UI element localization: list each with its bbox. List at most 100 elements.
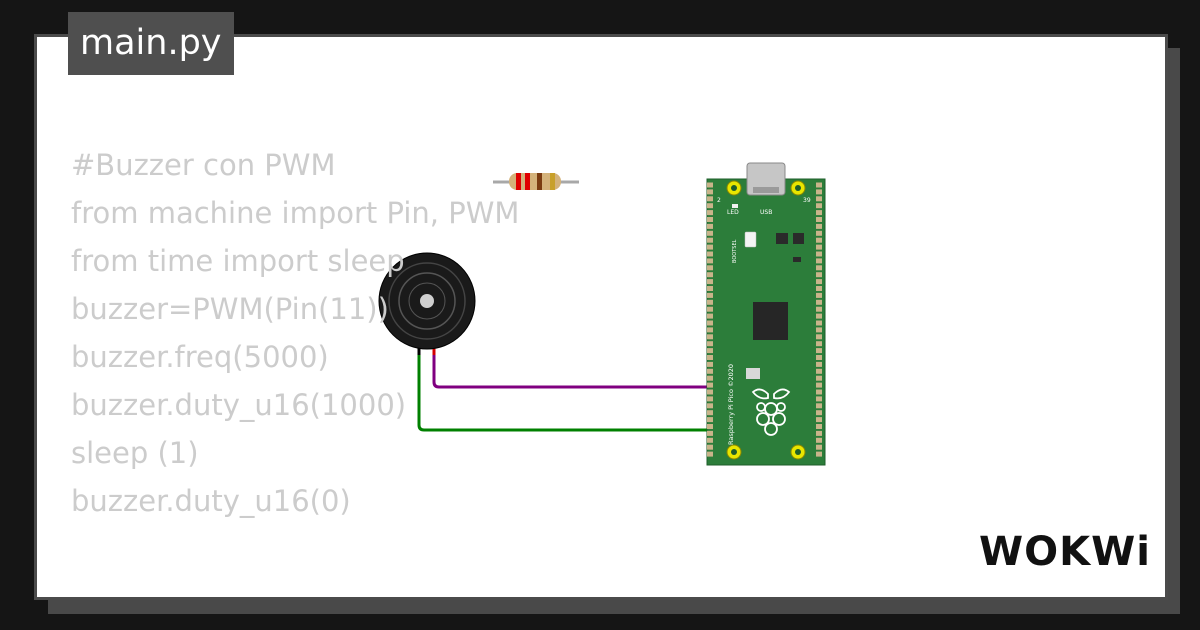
code-line: buzzer.duty_u16(1000) xyxy=(71,388,407,422)
pin-pad[interactable] xyxy=(707,396,713,402)
raspberry-pi-pico-board[interactable]: 2 39 LED USB BOOTSEL xyxy=(706,162,826,466)
pin-pad[interactable] xyxy=(816,389,822,395)
pin-pad[interactable] xyxy=(816,403,822,409)
pin-label-right: 39 xyxy=(803,197,811,204)
code-line: #Buzzer con PWM xyxy=(71,148,336,182)
pin-pad[interactable] xyxy=(816,189,822,195)
pin-pad[interactable] xyxy=(816,430,822,436)
pin-pad[interactable] xyxy=(816,320,822,326)
pin-pad[interactable] xyxy=(816,396,822,402)
pin-pad[interactable] xyxy=(816,299,822,305)
pin-pad[interactable] xyxy=(816,244,822,250)
pin-pad[interactable] xyxy=(816,306,822,312)
pin-pad[interactable] xyxy=(816,230,822,236)
code-line: buzzer.freq(5000) xyxy=(71,340,329,374)
pin-pad[interactable] xyxy=(816,437,822,443)
pin-pad[interactable] xyxy=(816,361,822,367)
pin-pad[interactable] xyxy=(816,424,822,429)
pin-pad[interactable] xyxy=(816,237,822,243)
pin-pad[interactable] xyxy=(816,279,822,285)
pin-pad[interactable] xyxy=(707,279,713,285)
pin-pad[interactable] xyxy=(707,286,713,291)
pin-pad[interactable] xyxy=(816,286,822,291)
board-pin-pads xyxy=(707,182,822,457)
pin-pad[interactable] xyxy=(816,444,822,450)
pin-pad[interactable] xyxy=(816,182,822,188)
pin-pad[interactable] xyxy=(707,244,713,250)
resistor-icon[interactable] xyxy=(493,173,579,190)
pin-pad[interactable] xyxy=(816,382,822,388)
pin-pad[interactable] xyxy=(707,361,713,367)
bootsel-label: BOOTSEL xyxy=(732,239,738,263)
code-line: sleep (1) xyxy=(71,436,199,470)
pin-pad[interactable] xyxy=(707,451,713,457)
pin-pad[interactable] xyxy=(707,417,713,423)
pin-pad[interactable] xyxy=(707,217,713,222)
pin-pad[interactable] xyxy=(816,313,822,319)
pin-pad[interactable] xyxy=(707,265,713,271)
pin-pad[interactable] xyxy=(707,410,713,416)
pin-pad[interactable] xyxy=(816,217,822,222)
wire-green[interactable] xyxy=(417,353,713,432)
pin-pad[interactable] xyxy=(707,237,713,243)
pin-pad[interactable] xyxy=(707,403,713,409)
file-tab-main-py[interactable]: main.py xyxy=(68,12,234,75)
pin-pad[interactable] xyxy=(816,451,822,457)
pin-pad[interactable] xyxy=(707,182,713,188)
pin-pad[interactable] xyxy=(816,203,822,209)
led-label: LED xyxy=(727,209,739,216)
pin-pad[interactable] xyxy=(816,410,822,416)
piezo-buzzer-icon[interactable] xyxy=(378,252,476,350)
pin-pad[interactable] xyxy=(707,189,713,195)
pin-pad[interactable] xyxy=(707,327,713,333)
pin-pad[interactable] xyxy=(816,272,822,278)
pin-pad[interactable] xyxy=(707,348,713,354)
pin-pad[interactable] xyxy=(707,223,713,229)
pin-pad[interactable] xyxy=(816,334,822,340)
pin-pad[interactable] xyxy=(707,424,713,429)
pin-pad[interactable] xyxy=(816,210,822,216)
bootsel-button[interactable] xyxy=(744,231,757,248)
pin-pad[interactable] xyxy=(816,368,822,374)
raspberry-pi-logo-icon xyxy=(751,388,791,436)
pin-pad[interactable] xyxy=(816,327,822,333)
usb-label: USB xyxy=(760,209,772,216)
pin-pad[interactable] xyxy=(707,299,713,305)
pin-pad[interactable] xyxy=(707,341,713,347)
pin-pad[interactable] xyxy=(816,258,822,264)
pin-pad[interactable] xyxy=(707,375,713,381)
pin-pad[interactable] xyxy=(707,272,713,278)
wire-purple[interactable] xyxy=(432,353,713,389)
pin-pad[interactable] xyxy=(707,355,713,360)
pin-pad[interactable] xyxy=(707,230,713,236)
pin-pad[interactable] xyxy=(707,444,713,450)
pin-pad[interactable] xyxy=(707,382,713,388)
pin-pad[interactable] xyxy=(816,341,822,347)
onboard-led xyxy=(732,204,738,208)
pin-pad[interactable] xyxy=(707,196,713,202)
pin-pad[interactable] xyxy=(816,375,822,381)
pin-pad[interactable] xyxy=(816,196,822,202)
pin-pad[interactable] xyxy=(816,355,822,360)
pin-pad[interactable] xyxy=(816,348,822,354)
pin-pad[interactable] xyxy=(707,210,713,216)
pin-pad[interactable] xyxy=(816,292,822,298)
pin-pad[interactable] xyxy=(816,251,822,257)
pin-pad[interactable] xyxy=(707,334,713,340)
pin-pad[interactable] xyxy=(707,368,713,374)
pin-pad[interactable] xyxy=(816,223,822,229)
pin-pad[interactable] xyxy=(707,258,713,264)
pin-pad[interactable] xyxy=(816,417,822,423)
pin-pad[interactable] xyxy=(707,292,713,298)
pin-pad[interactable] xyxy=(707,306,713,312)
pin-pad[interactable] xyxy=(707,430,713,436)
pin-pad[interactable] xyxy=(707,251,713,257)
pin-pad[interactable] xyxy=(707,203,713,209)
pin-pad[interactable] xyxy=(707,320,713,326)
pin-pad[interactable] xyxy=(707,437,713,443)
pin-pad[interactable] xyxy=(816,265,822,271)
pin-pad[interactable] xyxy=(707,389,713,395)
pin-pad[interactable] xyxy=(707,313,713,319)
preview-card: #Buzzer con PWM from machine import Pin,… xyxy=(34,34,1168,600)
